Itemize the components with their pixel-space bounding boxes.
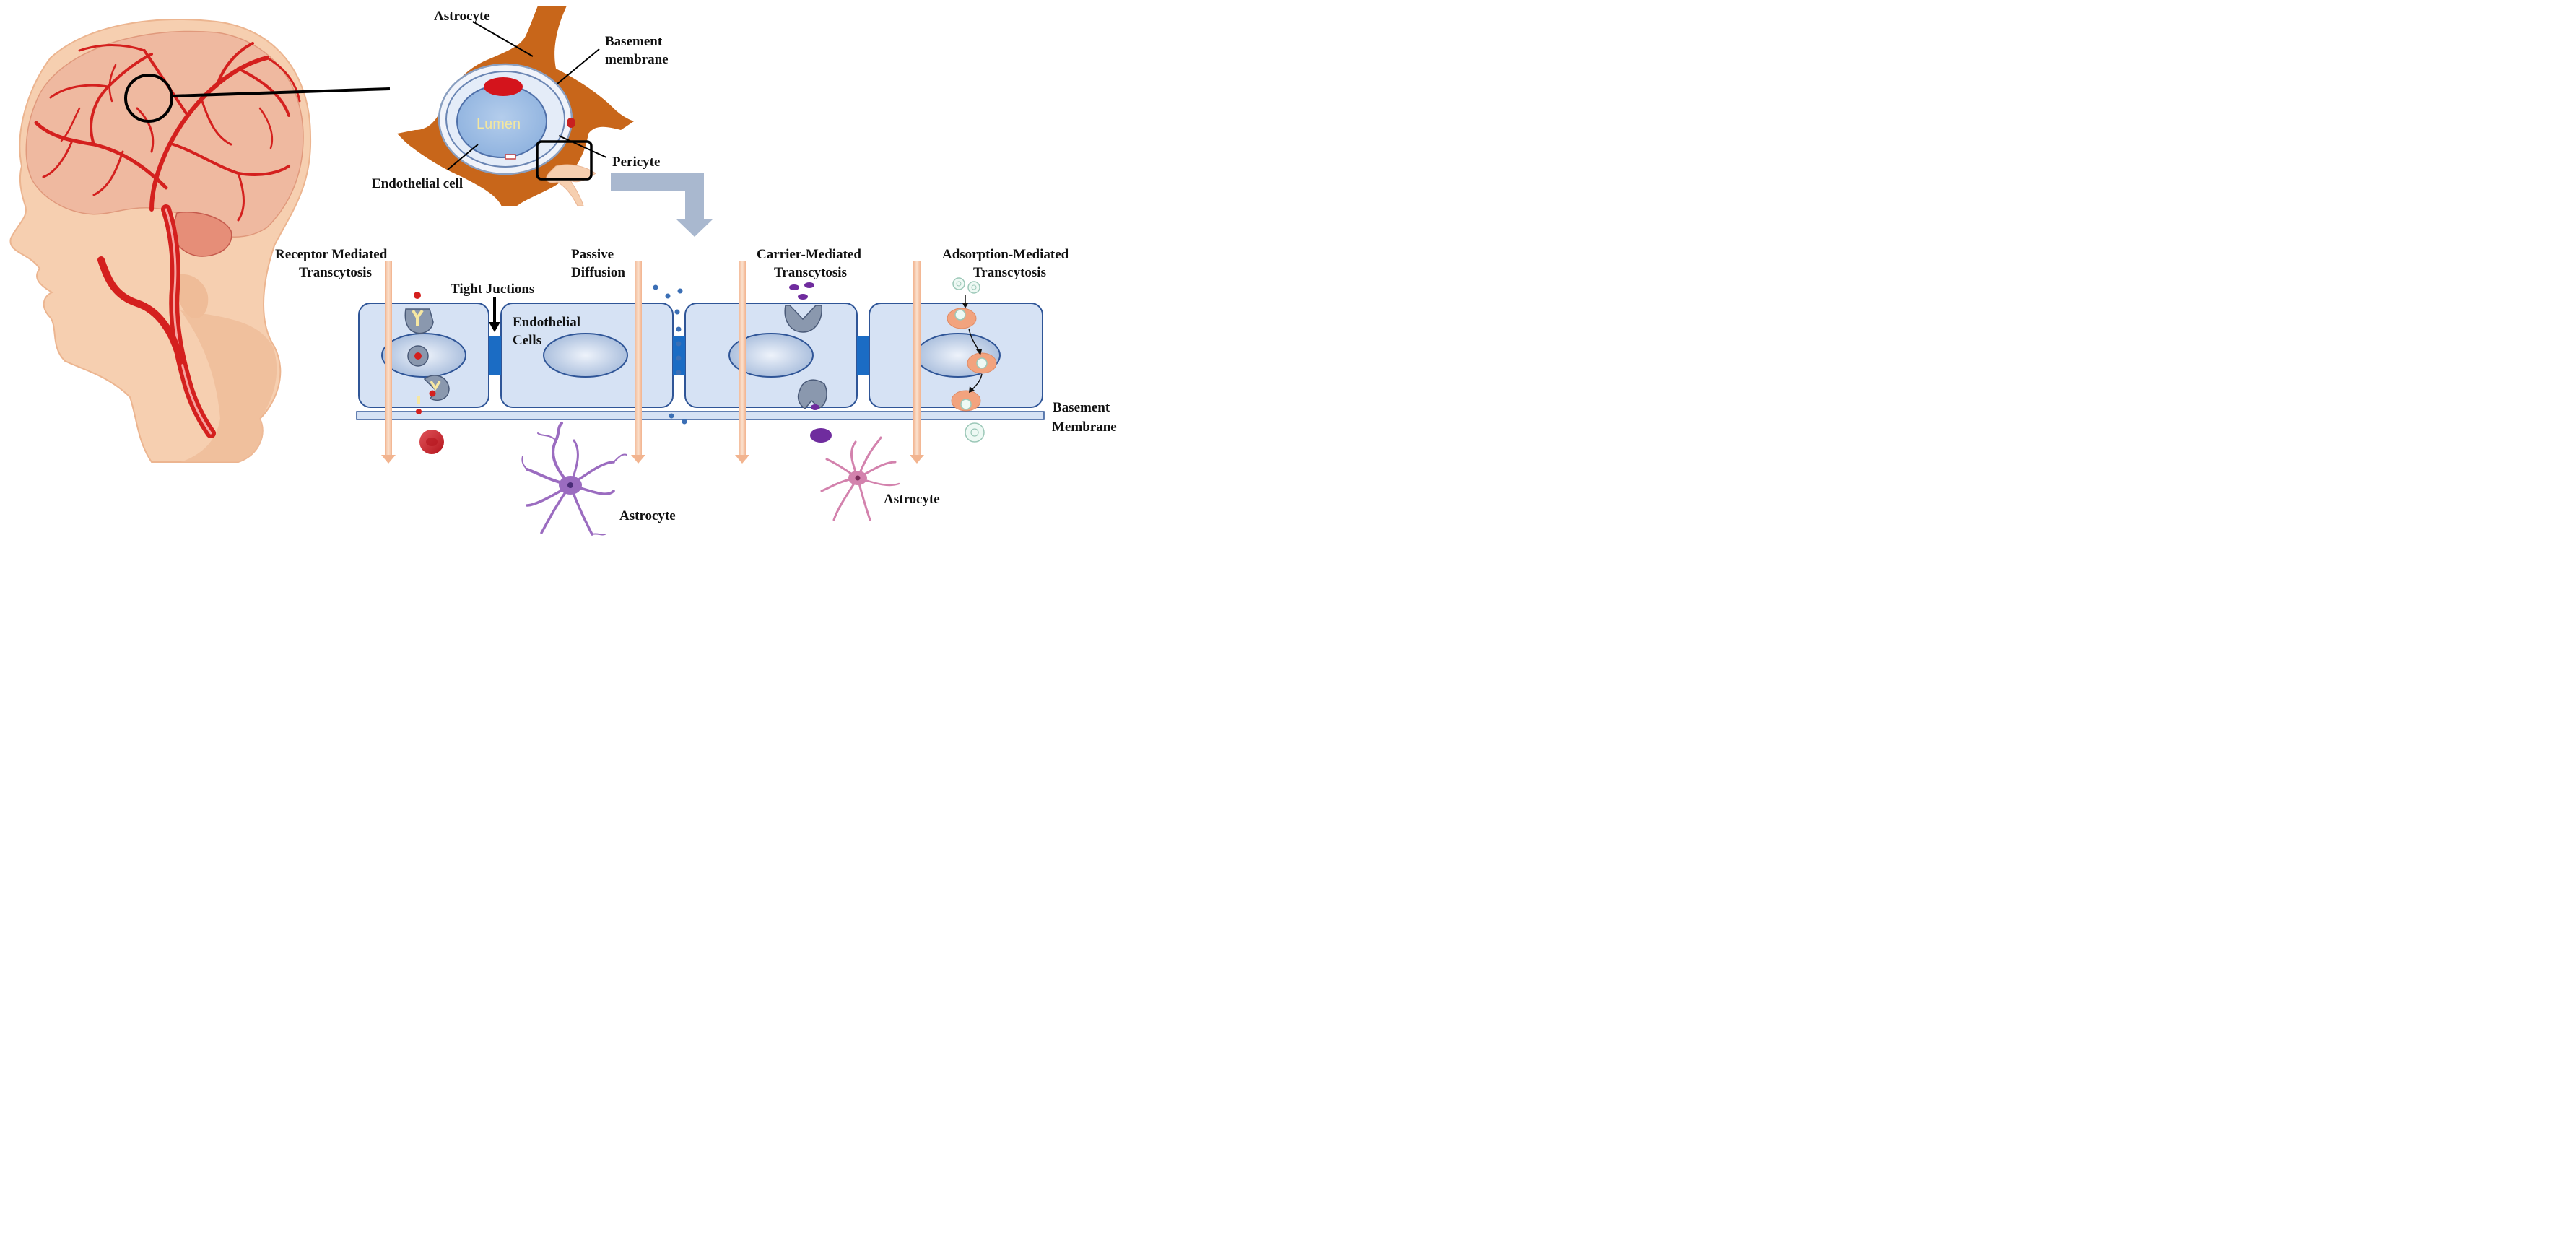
solute-3 (798, 294, 808, 300)
astrocyte-pink (820, 436, 900, 521)
flow-arrow-2-head (976, 349, 982, 355)
adsorptive-vesicle-2-core (976, 357, 988, 369)
pericyte-nucleus (567, 118, 575, 128)
carotid-highlight (165, 208, 212, 435)
vesicle-released-core (970, 428, 979, 437)
passive-diffusion-molecules (653, 284, 687, 425)
nucleus-3 (728, 333, 814, 378)
endothelial-layer (356, 284, 1045, 425)
ear-shape (177, 274, 209, 318)
label-rmt-2: Transcytosis (299, 265, 372, 280)
label-endothelial-cells-1: Endothelial (513, 315, 580, 330)
arrow-adsorption-mediated (910, 261, 924, 464)
basement-top-pointer (557, 48, 600, 84)
nucleus-2 (543, 333, 628, 378)
tight-junction-mini (505, 154, 516, 160)
bbb-transport-diagram: Astrocyte Basement membrane Lumen Endoth… (0, 0, 1132, 541)
astrocyte-purple (521, 422, 627, 536)
flow-arrow-3-head (969, 386, 975, 393)
label-astrocyte-bottom-2: Astrocyte (884, 492, 940, 507)
label-lumen: Lumen (477, 116, 521, 132)
carrier-top (784, 305, 822, 333)
label-basement-membrane-bottom-1: Basement (1053, 400, 1110, 415)
label-basement-membrane-top-2: membrane (605, 52, 669, 67)
transport-arrows (381, 261, 924, 464)
red-blood-cell-bottom-center (426, 438, 438, 446)
endosome-1-ligand (414, 352, 422, 360)
labels: Astrocyte Basement membrane Lumen Endoth… (275, 9, 1117, 523)
label-cmt-2: Transcytosis (774, 265, 847, 280)
adsorptive-vesicle-1-core (954, 309, 966, 321)
label-cmt-1: Carrier-Mediated (757, 247, 861, 262)
label-passive-1: Passive (571, 247, 614, 262)
carrier-bottom (797, 379, 827, 410)
label-astrocyte-top: Astrocyte (434, 9, 490, 24)
receptor-2-ligand (430, 381, 441, 391)
red-blood-cell-top (484, 77, 523, 96)
pericyte-pointer (558, 135, 607, 158)
magnifier-line (171, 87, 391, 97)
pericyte-process (546, 164, 596, 206)
tight-junction-pointer-head (489, 322, 500, 332)
solute-2 (804, 282, 814, 288)
capillary-cross-section (397, 6, 634, 206)
neck-shadow (180, 310, 277, 462)
label-endothelial-cell: Endothelial cell (372, 176, 463, 191)
carrier-mediated-details (784, 282, 832, 443)
vesicle-free-2 (967, 281, 980, 294)
astrocyte-top-pointer (472, 21, 534, 57)
label-passive-2: Diffusion (571, 265, 625, 280)
diagram-canvas: Astrocyte Basement membrane Lumen Endoth… (9, 6, 1117, 536)
ligand-top (414, 292, 421, 299)
ligand-released (429, 390, 436, 397)
solute-out (810, 428, 832, 443)
arrow-receptor-mediated (381, 261, 396, 464)
vesicle-released (965, 422, 985, 443)
label-amt-2: Transcytosis (973, 265, 1046, 280)
label-basement-membrane-top-1: Basement (605, 34, 663, 49)
tight-junction-1 (489, 336, 501, 375)
ligand-below (416, 409, 422, 414)
cerebellum-shape (171, 212, 232, 257)
flow-arrow-2 (968, 328, 980, 352)
label-rmt-1: Receptor Mediated (275, 247, 388, 262)
arrow-passive-diffusion (631, 261, 645, 464)
receptor-1 (404, 308, 434, 334)
vesicle-free-2-core (971, 284, 977, 290)
label-tight-junctions: Tight Juctions (451, 282, 534, 297)
adsorption-mediated-details (947, 277, 997, 443)
flow-arrow-3 (971, 373, 983, 391)
zoom-arrow (611, 173, 713, 237)
solute-1 (789, 284, 799, 290)
ligand-stub (417, 396, 420, 404)
adsorptive-vesicle-3-core (960, 399, 972, 410)
vesicle-free-1 (952, 277, 965, 290)
basement-membrane-bar (356, 411, 1045, 420)
label-endothelial-cells-2: Cells (513, 333, 541, 348)
vertebral-artery (97, 256, 184, 365)
tight-junction-3 (857, 336, 869, 375)
label-pericyte: Pericyte (612, 155, 660, 170)
vesicle-free-1-core (956, 281, 962, 287)
label-astrocyte-bottom-1: Astrocyte (619, 508, 676, 523)
head-illustration (9, 19, 391, 463)
solute-in-carrier (811, 404, 819, 410)
magnifier-circle (124, 74, 173, 123)
label-amt-1: Adsorption-Mediated (942, 247, 1069, 262)
receptor-1-ligand (412, 309, 424, 326)
endothelial-cell-pointer (447, 144, 479, 170)
receptor-mediated-details (404, 292, 450, 454)
arrow-carrier-mediated (735, 261, 749, 464)
label-basement-membrane-bottom-2: Membrane (1052, 419, 1117, 435)
pericyte-highlight-box (536, 140, 593, 181)
flow-arrow-1-head (962, 303, 968, 308)
